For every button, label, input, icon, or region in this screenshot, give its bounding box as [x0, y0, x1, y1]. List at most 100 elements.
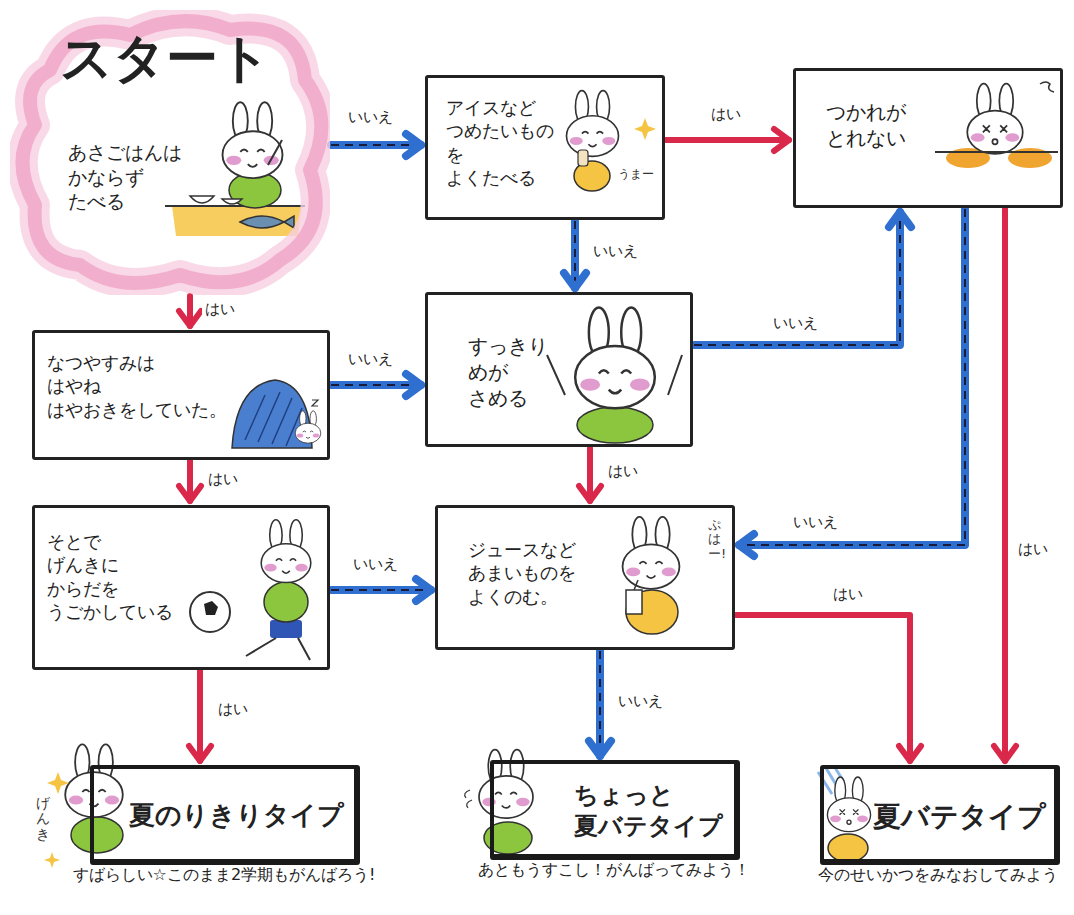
arrow-head — [579, 486, 601, 501]
result-advice: 今のせいかつをみなおしてみよう — [818, 865, 1058, 886]
arrow-dash — [599, 651, 601, 756]
start-title: スタート — [60, 25, 322, 93]
question-text: アイスなど つめたいもの を よくたべる — [446, 96, 581, 190]
edge-label: いいえ — [615, 692, 666, 712]
sleeping-rabbit — [232, 380, 321, 448]
breakfast-scene — [165, 102, 305, 236]
flow-arrow — [564, 221, 586, 288]
flow-arrow — [331, 374, 421, 396]
edge-label: はい — [708, 105, 744, 125]
arrow-dash — [694, 212, 900, 345]
arrow-head — [179, 486, 201, 501]
question-text: ジュースなど あまいものを よくのむ。 — [468, 538, 638, 608]
arrow-dash — [331, 144, 421, 146]
edge-label: はい — [202, 300, 238, 320]
flow-arrow — [666, 129, 789, 151]
cloud-wash — [23, 21, 322, 283]
edge-label: はい — [215, 700, 251, 720]
waking-rabbit — [547, 307, 682, 443]
edge-label: いいえ — [790, 513, 841, 533]
flow-arrow — [736, 615, 921, 761]
edge-label: いいえ — [345, 108, 396, 128]
flow-arrow — [331, 134, 421, 156]
flow-arrow — [579, 448, 601, 501]
arrow-line — [197, 671, 203, 761]
edge-label: はい — [605, 462, 641, 482]
result-box: 夏のりきりタイプすばらしい☆このまま2学期もがんばろう! — [90, 765, 360, 865]
question-box: すっきり めが さめる — [425, 292, 693, 447]
energetic-rabbit — [44, 744, 123, 868]
arrow-head — [994, 746, 1016, 761]
arrow-head — [739, 534, 754, 556]
arrow-line — [596, 651, 604, 756]
arrow-head — [564, 273, 586, 288]
flow-arrow — [589, 651, 611, 756]
result-box: 夏バテタイプ今のせいかつをみなおしてみよう — [820, 765, 1060, 865]
flow-arrow — [739, 209, 965, 556]
arrow-dash — [739, 209, 965, 545]
question-text: なつやすみは はやね はやおきをしていた。 — [47, 351, 245, 421]
arrow-head — [406, 374, 421, 396]
edge-label: はい — [830, 585, 866, 605]
edge-label: いいえ — [345, 350, 396, 370]
flow-arrow — [994, 209, 1016, 761]
question-text: すっきり めが さめる — [468, 333, 588, 411]
start-cloud: スタートあさごはんは かならず たべる — [10, 10, 330, 295]
arrow-line — [1002, 209, 1008, 761]
result-type: 夏バテタイプ — [873, 799, 1046, 835]
arrow-head — [589, 741, 611, 756]
arrow-line — [666, 137, 789, 143]
question-text: つかれが とれない — [826, 99, 956, 151]
question-box: つかれが とれない — [793, 68, 1063, 208]
arrow-head — [774, 129, 789, 151]
arrow-line — [587, 448, 593, 501]
arrow-line — [739, 209, 965, 545]
flow-arrow — [179, 296, 201, 326]
flow-arrow — [694, 212, 911, 345]
exhausted-rabbit — [818, 766, 871, 862]
arrow-line — [331, 141, 421, 149]
arrow-head — [899, 746, 921, 761]
sound-effect: ぷはー! — [708, 518, 721, 561]
sound-effect: げんき — [36, 796, 50, 842]
edge-label: はい — [1015, 540, 1051, 560]
arrow-line — [694, 212, 900, 345]
ice-cream-rabbit — [567, 91, 657, 191]
arrow-dash — [331, 384, 421, 386]
result-box: ちょっと 夏バテタイプあともうすこし！がんばってみよう！ — [490, 760, 740, 860]
edge-label: いいえ — [770, 314, 821, 334]
arrow-dash — [331, 589, 431, 591]
flow-arrow — [331, 579, 431, 601]
arrow-head — [416, 579, 431, 601]
sound-effect: うまー — [618, 168, 654, 181]
result-type: ちょっと 夏バテタイプ — [574, 780, 734, 842]
result-type: 夏のりきりタイプ — [129, 799, 344, 833]
question-box: そとで げんきに からだを うごかしている — [32, 505, 330, 670]
arrow-head — [179, 311, 201, 326]
little-tired-rabbit — [465, 750, 533, 854]
question-box: なつやすみは はやね はやおきをしていた。 — [32, 330, 330, 460]
arrow-dash — [574, 221, 576, 288]
cloud-rim — [23, 21, 322, 283]
result-advice: あともうすこし！がんばってみよう！ — [478, 860, 750, 881]
arrow-head — [889, 212, 911, 227]
arrow-head — [406, 134, 421, 156]
flow-arrow — [179, 461, 201, 501]
arrow-line — [736, 615, 910, 761]
question-text: そとで げんきに からだを うごかしている — [47, 530, 197, 624]
question-box: アイスなど つめたいもの を よくたべる — [425, 75, 665, 220]
flow-arrow — [189, 671, 211, 761]
juice-rabbit — [623, 517, 680, 634]
question-box: ジュースなど あまいものを よくのむ。 — [435, 505, 735, 650]
edge-label: はい — [205, 470, 241, 490]
playing-rabbit — [190, 520, 311, 660]
result-advice: すばらしい☆このまま2学期もがんばろう! — [73, 865, 376, 886]
arrow-head — [189, 746, 211, 761]
edge-label: いいえ — [590, 242, 641, 262]
arrow-line — [331, 586, 431, 594]
arrow-line — [331, 381, 421, 389]
question-text: あさごはんは かならず たべる — [68, 140, 198, 214]
tired-rabbit — [935, 82, 1058, 168]
edge-label: いいえ — [350, 555, 401, 575]
